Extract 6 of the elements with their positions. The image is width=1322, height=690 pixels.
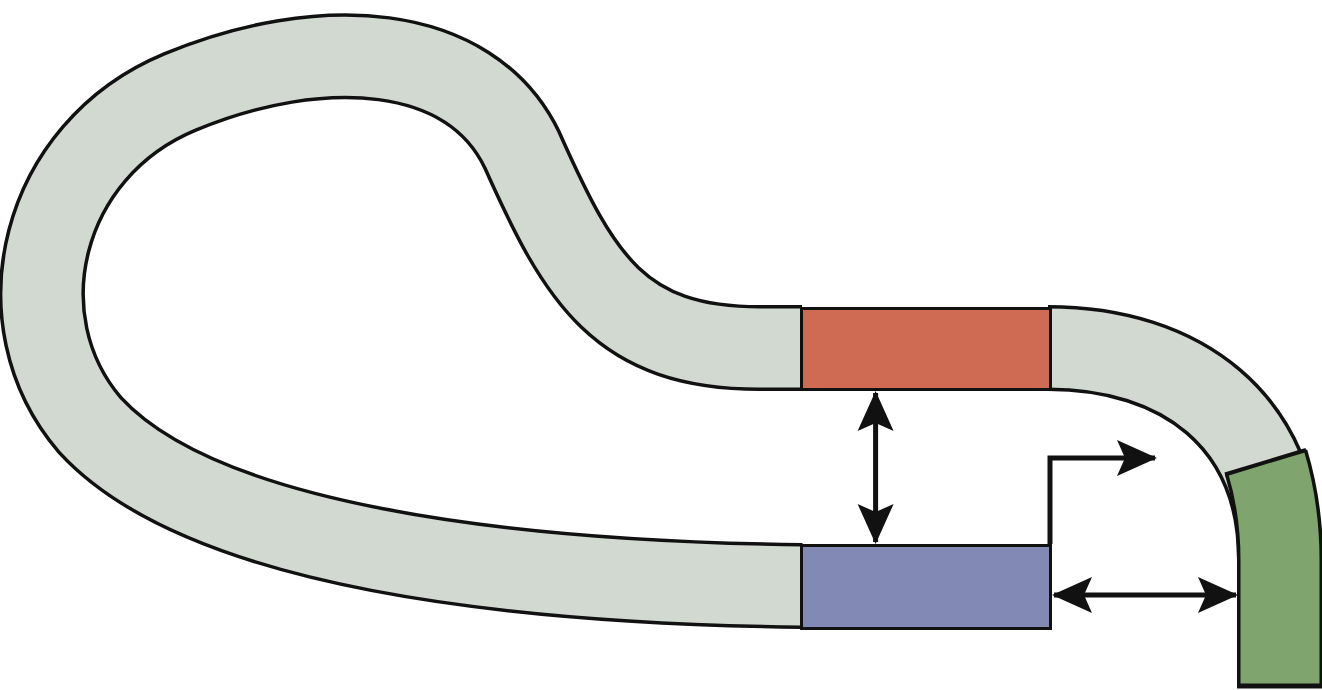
tube-segment (1224, 448, 1322, 689)
tube-segment (800, 544, 1052, 630)
double-arrow (857, 391, 894, 544)
double-arrow (1052, 577, 1238, 613)
tube-segment (800, 307, 1052, 391)
bent-arrow (1047, 440, 1157, 544)
